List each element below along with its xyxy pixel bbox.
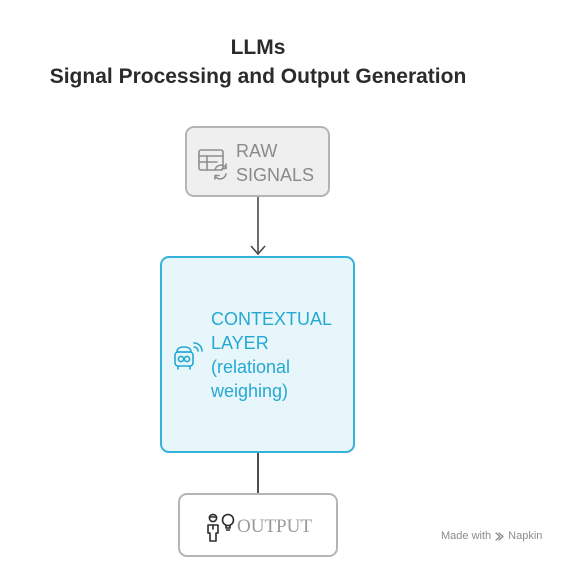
edge-raw-to-context-arrowhead bbox=[250, 245, 266, 256]
diagram-title-line-1: LLMs bbox=[230, 36, 286, 59]
napkin-logo-icon bbox=[494, 531, 505, 542]
napkin-watermark: Made with Napkin bbox=[441, 530, 542, 542]
raw-signals-label-line-2: SIGNALS bbox=[236, 165, 315, 185]
contextual-layer-label-line-1: CONTEXTUAL bbox=[211, 309, 333, 329]
contextual-layer-label-line-4: weighing) bbox=[211, 381, 289, 401]
contextual-layer-label-line-2: LAYER bbox=[211, 333, 269, 353]
person-idea-icon bbox=[204, 513, 238, 548]
table-refresh-icon bbox=[197, 148, 229, 185]
watermark-brand: Napkin bbox=[508, 530, 543, 542]
raw-signals-label-line-1: RAW bbox=[236, 141, 278, 161]
contextual-layer-label: CONTEXTUAL LAYER (relational weighing) bbox=[211, 307, 332, 403]
output-label: OUTPUT bbox=[237, 516, 312, 537]
connected-device-icon bbox=[172, 342, 204, 377]
raw-signals-label: RAW SIGNALS bbox=[236, 139, 314, 187]
node-contextual-layer[interactable]: CONTEXTUAL LAYER (relational weighing) bbox=[160, 256, 355, 453]
node-raw-signals[interactable]: RAW SIGNALS bbox=[185, 126, 330, 197]
diagram-title-line-2: Signal Processing and Output Generation bbox=[49, 65, 467, 88]
node-output[interactable]: OUTPUT bbox=[178, 493, 338, 557]
watermark-prefix: Made with bbox=[441, 530, 492, 542]
contextual-layer-label-line-3: (relational bbox=[211, 357, 291, 377]
